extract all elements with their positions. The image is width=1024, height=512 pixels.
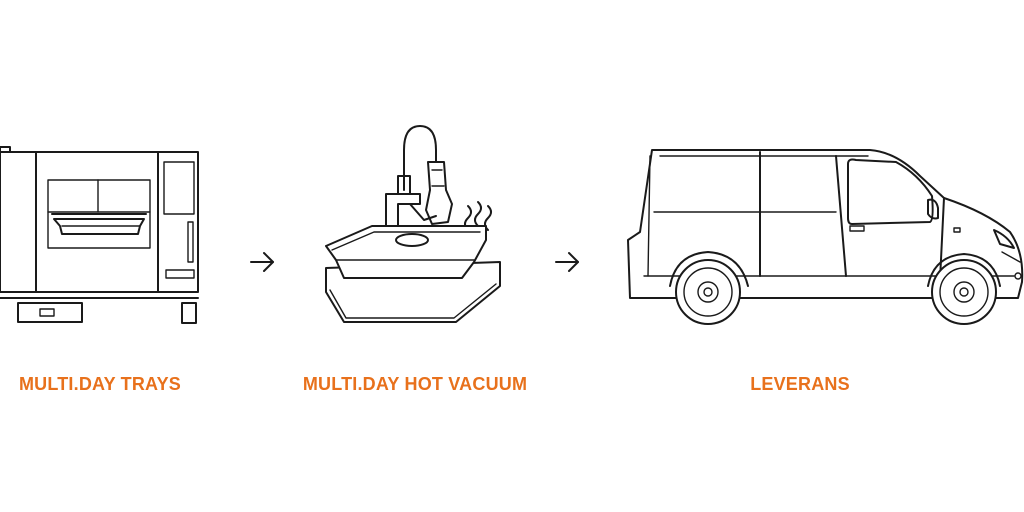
delivery-van-icon xyxy=(627,149,1024,325)
arrow-right-icon xyxy=(555,252,579,272)
step-label-hot-vacuum: MULTI.DAY HOT VACUUM xyxy=(302,374,528,394)
combi-oven-icon xyxy=(0,146,199,324)
arrow-right-icon xyxy=(250,252,274,272)
vacuum-tray-faucet-icon xyxy=(325,125,501,323)
step-label-trays: MULTI.DAY TRAYS xyxy=(18,374,182,394)
step-label-delivery: LEVERANS xyxy=(750,374,850,394)
